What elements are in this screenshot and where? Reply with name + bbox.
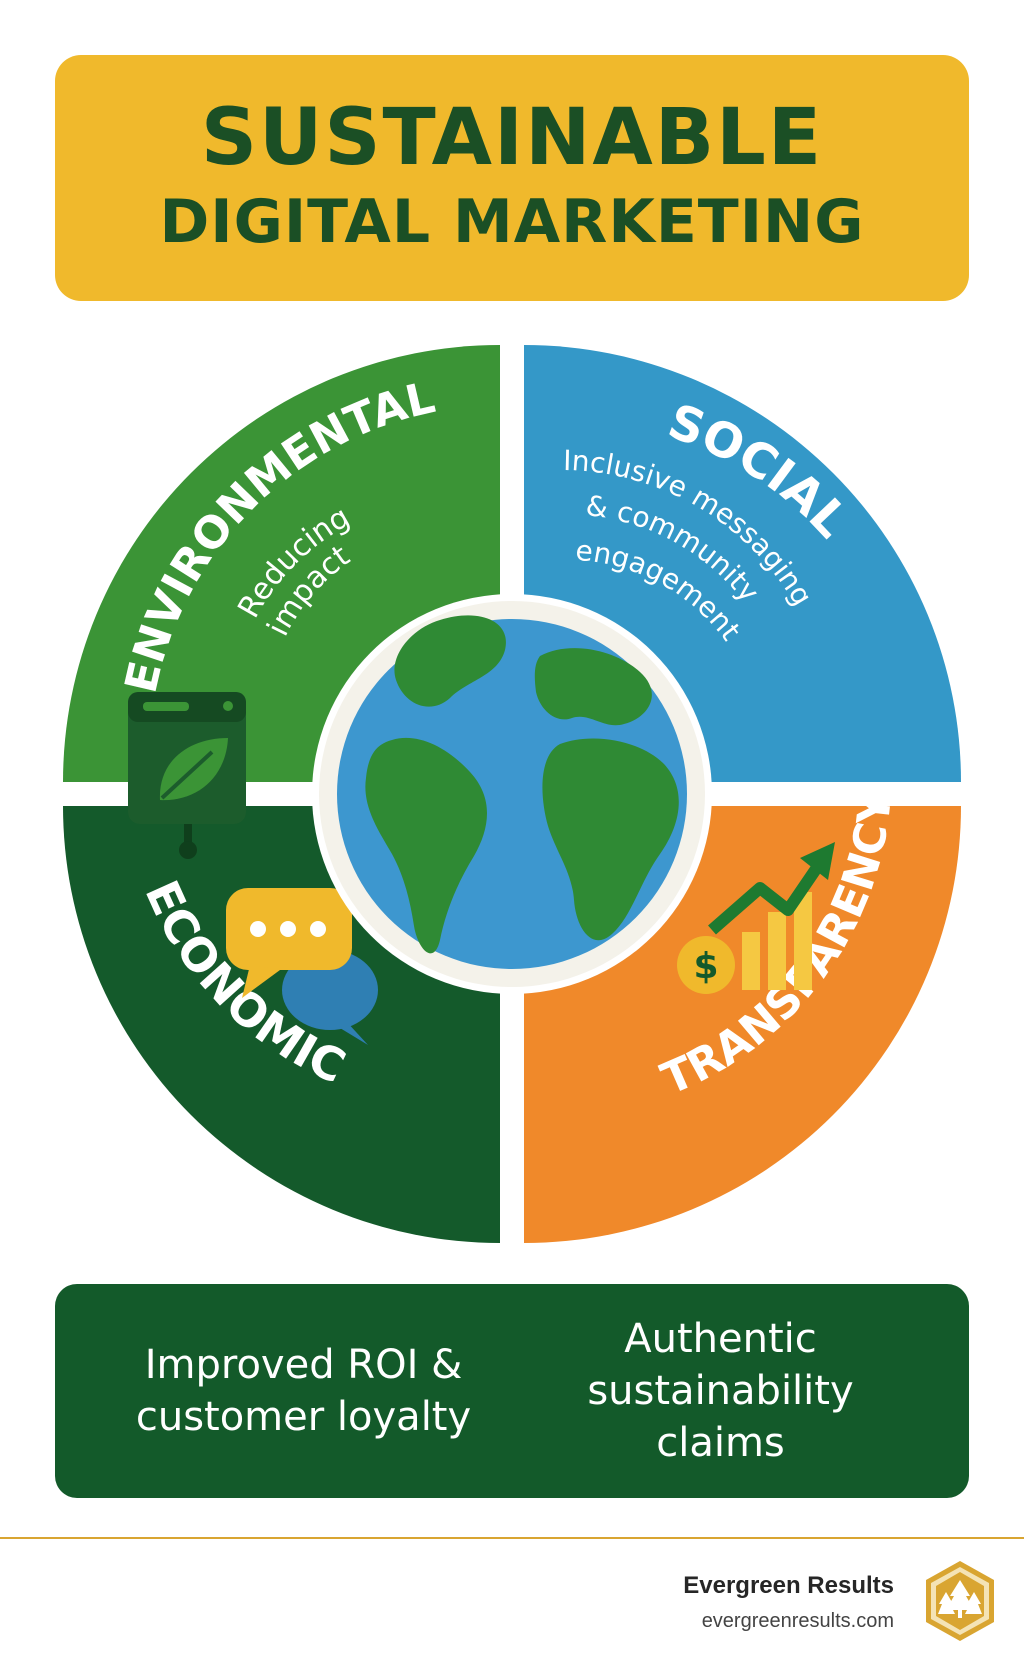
globe-icon xyxy=(312,594,712,994)
leaf-screen-icon xyxy=(128,692,246,859)
title-line-2: DIGITAL MARKETING xyxy=(159,186,865,257)
benefits-panel: Improved ROI & customer loyalty Authenti… xyxy=(55,1284,969,1498)
sustainability-wheel: ENVIRONMENTAL Reducing impact SOCIAL Inc… xyxy=(63,345,961,1243)
title-line-1: SUSTAINABLE xyxy=(200,93,824,184)
dollar-sign: $ xyxy=(693,946,718,987)
benefit-roi-text: Improved ROI & customer loyalty xyxy=(135,1342,472,1440)
brand-block: Evergreen Results evergreenresults.com xyxy=(683,1572,894,1633)
title-banner: SUSTAINABLE DIGITAL MARKETING xyxy=(55,55,969,301)
chat-bubbles-icon xyxy=(226,888,378,1045)
footer-divider xyxy=(0,1537,1024,1539)
growth-chart-icon: $ xyxy=(677,842,835,994)
benefit-authentic-text: Authentic sustainability claims xyxy=(587,1316,854,1466)
dollar-coin-icon: $ xyxy=(677,936,735,994)
evergreen-logo-icon xyxy=(926,1561,994,1641)
brand-url[interactable]: evergreenresults.com xyxy=(701,1610,894,1632)
brand-name: Evergreen Results xyxy=(683,1572,894,1599)
